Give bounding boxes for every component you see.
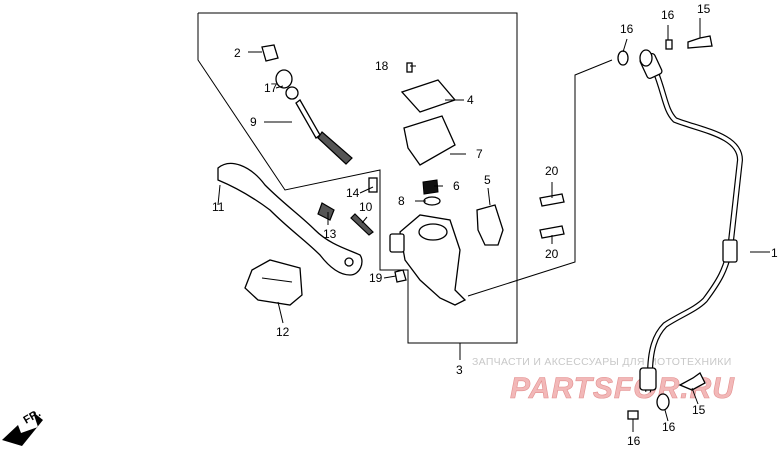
holder-bolts xyxy=(539,193,565,239)
callout-8: 8 xyxy=(398,194,405,208)
watermark: ЗАПЧАСТИ И АКСЕССУАРЫ ДЛЯ МОТОТЕХНИКИ PA… xyxy=(472,356,735,405)
pivot-parts xyxy=(317,177,378,236)
leader-lines xyxy=(217,18,701,432)
switch-housing xyxy=(244,259,303,306)
callout-13: 13 xyxy=(323,227,337,241)
brake-lever xyxy=(217,162,363,276)
callout-5: 5 xyxy=(484,173,491,187)
hose-fittings-bottom xyxy=(627,372,706,420)
callout-10: 10 xyxy=(359,200,373,214)
piston-kit xyxy=(261,44,353,165)
bolt-14 xyxy=(368,177,378,193)
watermark-tagline: ЗАПЧАСТИ И АКСЕССУАРЫ ДЛЯ МОТОТЕХНИКИ xyxy=(472,356,732,368)
circlip-17 xyxy=(275,69,293,89)
callout-3: 3 xyxy=(456,363,463,377)
holder-bolt-20-upper xyxy=(539,193,565,207)
reservoir-parts xyxy=(400,62,457,206)
nut-16-upper xyxy=(665,39,673,50)
sealing-washer-16-upper-left xyxy=(617,50,629,66)
callout-7: 7 xyxy=(476,147,483,161)
callout-14: 14 xyxy=(346,186,360,200)
callout-20-lower: 20 xyxy=(545,247,559,261)
callout-16-lower-right: 16 xyxy=(662,420,676,434)
plate-8 xyxy=(423,196,441,206)
callout-17: 17 xyxy=(264,81,278,95)
cap-screw-18 xyxy=(406,62,413,73)
callout-15-upper: 15 xyxy=(697,2,711,16)
callout-16-lower-left: 16 xyxy=(627,434,641,448)
boot-2 xyxy=(261,44,279,62)
brake-hose xyxy=(639,52,744,393)
holder-bolt-20-lower xyxy=(539,225,565,239)
reservoir-cap-4 xyxy=(400,79,457,113)
hose-fittings-top xyxy=(617,35,713,67)
callout-1: 1 xyxy=(771,246,778,260)
pivot-bolt-13 xyxy=(317,202,335,221)
sealing-washer-16-lower-right xyxy=(656,393,670,411)
return-spring-10 xyxy=(350,213,374,236)
spring-piston xyxy=(317,131,353,165)
hose-bracket xyxy=(467,59,770,297)
callout-19: 19 xyxy=(369,271,383,285)
callout-2: 2 xyxy=(234,46,241,60)
callout-11: 11 xyxy=(212,200,225,214)
callout-labels: 1 2 3 4 5 6 7 8 9 10 11 12 13 14 15 15 1… xyxy=(212,2,778,448)
callout-12: 12 xyxy=(276,325,290,339)
front-direction-marker: FR. xyxy=(2,407,43,446)
watermark-logo: PARTSFOR.RU xyxy=(510,372,735,405)
banjo-bolt-15-lower xyxy=(678,372,706,391)
callout-16-upper-left: 16 xyxy=(620,22,634,36)
assembly-bracket xyxy=(197,12,518,360)
float-6 xyxy=(422,179,439,195)
nut-16-lower xyxy=(627,410,639,420)
callout-20-upper: 20 xyxy=(545,164,559,178)
callout-4: 4 xyxy=(467,93,474,107)
callout-16-upper-right: 16 xyxy=(661,8,675,22)
callout-15-lower: 15 xyxy=(692,403,706,417)
callout-6: 6 xyxy=(453,179,460,193)
sealing-washer-16-upper-right xyxy=(639,49,653,67)
nut-19-group xyxy=(394,269,407,283)
master-cylinder-body xyxy=(389,214,467,306)
holder-clamp xyxy=(476,204,504,246)
callout-9: 9 xyxy=(250,115,257,129)
diaphragm-7 xyxy=(403,115,456,166)
callout-18: 18 xyxy=(375,59,389,73)
